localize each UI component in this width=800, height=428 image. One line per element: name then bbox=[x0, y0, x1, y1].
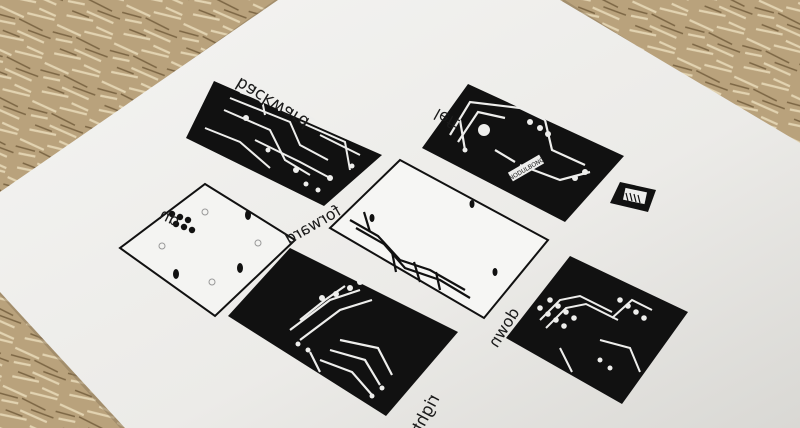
pcb-up bbox=[118, 182, 297, 318]
pcb-down bbox=[506, 256, 688, 404]
pcb-forward bbox=[328, 158, 550, 320]
pcb-left: NODULBONC bbox=[422, 84, 624, 222]
pcb-backward bbox=[186, 81, 382, 206]
mounting-hole-icon bbox=[478, 124, 490, 136]
small-component-footprint bbox=[610, 182, 656, 212]
pcb-right bbox=[228, 248, 458, 416]
